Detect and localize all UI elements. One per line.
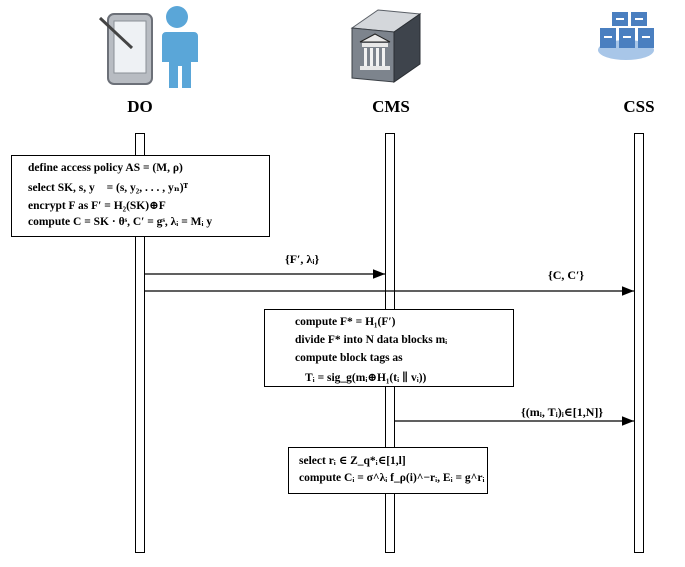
cms-box1-line: divide F* into N data blocks mᵢ [295, 334, 448, 346]
cms-box1-line: compute block tags as [295, 352, 403, 364]
cms-box2-line: select rᵢ ∈ Z_q*ᵢ∈[1,l] [299, 455, 406, 467]
do-box-line: encrypt F as F′ = H₂(SK)⊕F [28, 200, 166, 212]
do-box-line: select SK, s, y⃗ = (s, y₂, . . . , yₙ)ᵀ [28, 182, 188, 194]
user-with-tablet-icon [98, 6, 198, 88]
cms-box1-line: compute F* = H₁(F′) [295, 316, 396, 328]
message-label-do-to-css: {C, C′} [548, 268, 585, 282]
cloud-server-building-icon [350, 9, 422, 83]
cms-box1-line: Tᵢ = sig_g(mᵢ⊕H₁(tᵢ ∥ vᵢ)) [305, 372, 427, 384]
server-cluster-icon [598, 12, 654, 60]
cms-tag-generation-box: compute F* = H₁(F′) divide F* into N dat… [264, 309, 514, 387]
cms-key-generation-box: select rᵢ ∈ Z_q*ᵢ∈[1,l] compute Cᵢ = σ^λ… [288, 447, 488, 494]
actor-label-do: DO [127, 97, 153, 116]
cms-box2-line: compute Cᵢ = σ^λᵢ f_ρ(i)^−rᵢ, Eᵢ = g^rᵢ [299, 472, 485, 484]
do-box-line: define access policy AS = (M, ρ) [28, 162, 183, 174]
do-computation-box: define access policy AS = (M, ρ) select … [11, 155, 270, 237]
message-label-do-to-cms: {F′, λᵢ} [285, 252, 320, 266]
actor-label-cms: CMS [372, 97, 410, 116]
message-label-cms-to-css: {(mᵢ, Tᵢ)ᵢ∈[1,N]} [521, 405, 604, 419]
do-box-line: compute C = SK · θˢ, C′ = gˢ, λᵢ = Mᵢ y⃗ [28, 216, 222, 228]
lifeline-do [135, 133, 145, 553]
actor-label-css: CSS [623, 97, 655, 116]
lifeline-css [634, 133, 644, 553]
